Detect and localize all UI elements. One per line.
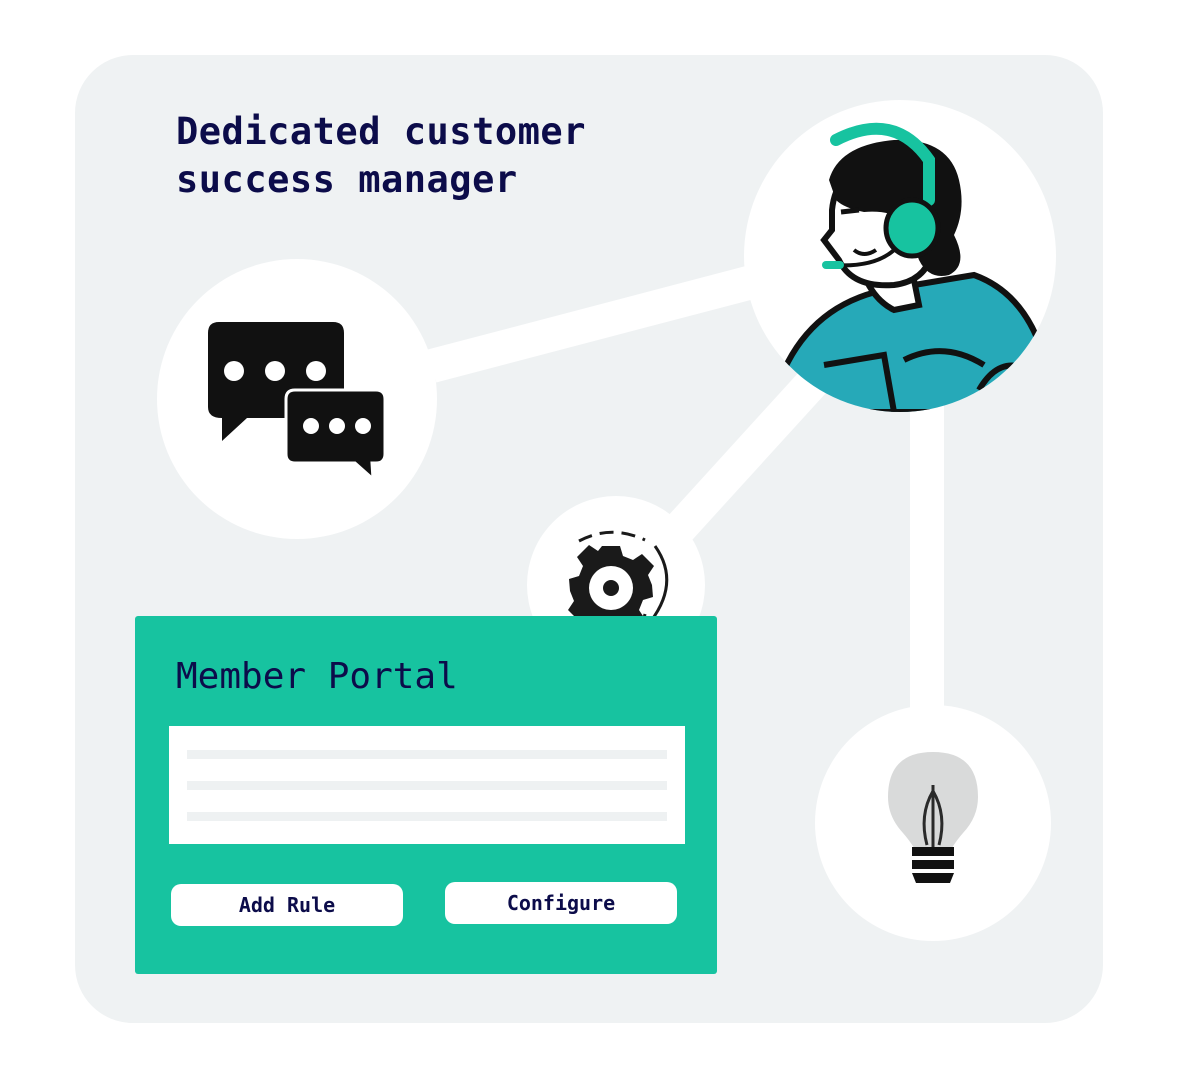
member-portal-card: Member Portal Add Rule Configure xyxy=(135,616,717,974)
placeholder-line xyxy=(187,781,667,790)
portal-content-box xyxy=(169,726,685,844)
portal-title: Member Portal xyxy=(176,656,458,697)
placeholder-line xyxy=(187,812,667,821)
configure-button[interactable]: Configure xyxy=(445,882,677,924)
lightbulb-icon xyxy=(888,752,978,883)
support-agent-illustration xyxy=(781,122,1056,412)
chat-bubbles-icon xyxy=(208,322,387,483)
connector-chat-agent xyxy=(427,265,757,383)
headline-line-2: success manager xyxy=(176,158,518,201)
chat-node xyxy=(157,259,437,539)
add-rule-button[interactable]: Add Rule xyxy=(171,884,403,926)
headline: Dedicated customer success manager xyxy=(176,108,586,204)
gear-sync-icon xyxy=(568,530,669,635)
bulb-node xyxy=(815,705,1051,941)
headline-line-1: Dedicated customer xyxy=(176,110,586,153)
placeholder-line xyxy=(187,750,667,759)
agent-node xyxy=(744,100,1056,412)
